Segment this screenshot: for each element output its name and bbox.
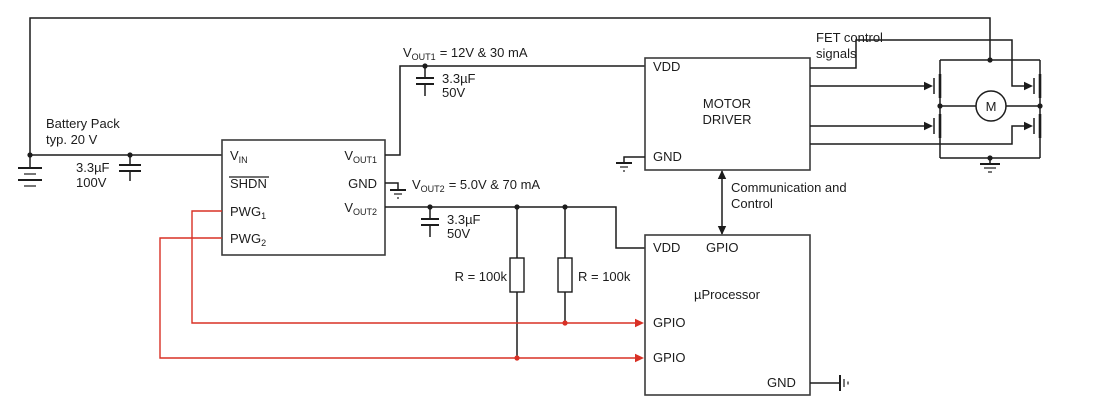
fet-control-label-line1: FET control	[816, 30, 883, 45]
motor-driver-block: VDD MOTOR DRIVER GND	[616, 57, 811, 172]
vout2-cap-value: 3.3µF	[447, 212, 481, 227]
pwg1-arrowhead	[635, 318, 644, 328]
motor-label: M	[986, 99, 997, 114]
nfet-top-left	[933, 74, 942, 98]
comm-arrow-down	[717, 226, 727, 235]
input-cap-value: 3.3µF	[76, 160, 110, 175]
regulator-block: VIN SHDN PWG1 PWG2 VOUT1 GND VOUT2	[221, 139, 406, 256]
vout1-rail-label: VOUT1= 12V & 30 mA	[403, 45, 528, 62]
resistor2-label: R = 100k	[578, 269, 631, 284]
junction-dot	[127, 152, 133, 158]
vout1-wire	[385, 65, 645, 156]
uprocessor-ground-symbol	[810, 375, 849, 391]
resistor1-body	[509, 257, 525, 293]
pwg2-arrowhead	[635, 353, 644, 363]
pin-label-pwg2: PWG2	[230, 231, 266, 248]
regulator-gnd-ground-symbol	[385, 182, 406, 199]
vout2-rail-label: VOUT2= 5.0V & 70 mA	[412, 177, 540, 194]
pin-label-up-gpio1: GPIO	[653, 315, 686, 330]
nfet-bottom-right	[1033, 114, 1042, 138]
comm-label-line1: Communication and	[731, 180, 847, 195]
signal-junction-dot	[514, 355, 520, 361]
junction-dot	[1037, 103, 1043, 109]
pin-label-vin: VIN	[230, 148, 248, 165]
battery-label-line1: Battery Pack	[46, 116, 120, 131]
gate-wire-top-right-fet	[810, 39, 1024, 87]
uprocessor-block: VDD GPIO µProcessor GPIO GPIO GND	[644, 234, 849, 396]
gate-wire-bottom-right-fet	[810, 125, 1024, 145]
motor-driver-ground-symbol	[616, 156, 645, 172]
vout2-rail: VOUT2= 5.0V & 70 mA 3.3µF 50V	[385, 177, 645, 249]
vout1-cap-rating: 50V	[442, 85, 465, 100]
junction-dot	[937, 103, 943, 109]
nfet-top-right	[1033, 74, 1042, 98]
bridge-ground-symbol	[980, 158, 1000, 173]
pin-label-gnd: GND	[348, 176, 377, 191]
pin-label-pwg1: PWG1	[230, 204, 266, 221]
junction-dot	[422, 63, 428, 69]
pwg1-wire	[191, 210, 635, 324]
fet-control-label-line2: signals	[816, 46, 857, 61]
regulator-outline	[221, 139, 386, 256]
vout2-capacitor-symbol	[421, 207, 439, 237]
gate-arrowhead	[1024, 121, 1033, 131]
resistor2-body	[557, 257, 573, 293]
fet-control-signals: FET control signals	[810, 30, 1033, 145]
pullup-resistor-2: R = 100k	[557, 207, 631, 323]
junction-dot	[27, 152, 33, 158]
pin-label-vout1: VOUT1	[344, 148, 377, 165]
pwg-signal-wires	[159, 210, 644, 363]
vout1-capacitor-symbol	[416, 66, 434, 96]
motor-driver-name-line2: DRIVER	[702, 112, 751, 127]
motor-symbol: M	[940, 90, 1040, 122]
signal-junction-dot	[562, 320, 568, 326]
pin-label-md-vdd: VDD	[653, 59, 680, 74]
junction-dot	[987, 57, 993, 63]
pin-label-up-vdd: VDD	[653, 240, 680, 255]
vout2-cap-rating: 50V	[447, 226, 470, 241]
gate-arrowhead	[1024, 81, 1033, 91]
pin-label-vout2: VOUT2	[344, 200, 377, 217]
motor-driver-outline	[644, 57, 811, 171]
gate-arrowhead	[924, 81, 933, 91]
comm-link: Communication and Control	[717, 170, 847, 235]
uprocessor-outline	[644, 234, 811, 396]
pin-label-up-gpio-top: GPIO	[706, 240, 739, 255]
pin-label-up-gpio2: GPIO	[653, 350, 686, 365]
battery-symbol	[18, 155, 42, 187]
resistor1-label: R = 100k	[455, 269, 508, 284]
vout1-cap-value: 3.3µF	[442, 71, 476, 86]
motor-driver-name-line1: MOTOR	[703, 96, 751, 111]
nfet-bottom-left	[933, 114, 942, 138]
pin-label-shdn: SHDN	[230, 176, 267, 191]
h-bridge: M	[933, 57, 1043, 173]
battery-label-line2: typ. 20 V	[46, 132, 98, 147]
uprocessor-name: µProcessor	[694, 287, 761, 302]
pwg2-wire	[159, 237, 635, 359]
vout1-rail: VOUT1= 12V & 30 mA 3.3µF 50V	[385, 45, 645, 156]
comm-label-line2: Control	[731, 196, 773, 211]
pin-label-md-gnd: GND	[653, 149, 682, 164]
gate-arrowhead	[924, 121, 933, 131]
supply-top-wire	[29, 17, 991, 155]
junction-dot	[987, 155, 993, 161]
input-cap-rating: 100V	[76, 175, 107, 190]
input-capacitor-symbol	[119, 155, 141, 181]
battery-input-section: Battery Pack typ. 20 V 3.3µF 100V	[18, 17, 991, 190]
comm-arrow-up	[717, 170, 727, 179]
vout2-wire	[385, 206, 645, 249]
pin-label-up-gnd: GND	[767, 375, 796, 390]
junction-dot	[427, 204, 433, 210]
pullup-resistor-1: R = 100k	[455, 207, 525, 358]
